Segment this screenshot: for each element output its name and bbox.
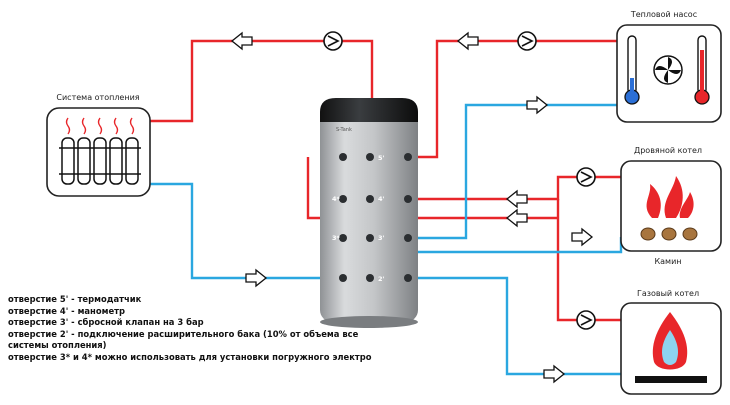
flow-arrow-icon	[457, 32, 479, 50]
flow-arrow-icon	[506, 190, 528, 208]
port-label: 2'	[378, 275, 385, 283]
port-label: 3'	[378, 234, 385, 242]
gas-boiler	[620, 302, 722, 395]
thermometer-icon	[694, 35, 710, 105]
flame-icon	[646, 176, 694, 218]
buffer-tank: S-Tank 5' 4* 4' 3* 3' 2'	[320, 98, 418, 328]
heating-system	[46, 107, 151, 197]
log-icon	[640, 227, 698, 241]
heat-pump-label: Тепловой насос	[630, 10, 697, 19]
flow-arrow-icon	[231, 32, 253, 50]
pump-icon	[576, 310, 596, 330]
wood-boiler	[620, 160, 722, 252]
note-item: отверстие 4' - манометр	[8, 305, 125, 316]
fireplace-label: Камин	[654, 257, 681, 266]
heat-pump	[616, 24, 722, 123]
note-item: отверстие 3' - сбросной клапан на 3 бар	[8, 317, 204, 328]
gas-boiler-label: Газовый котел	[637, 289, 699, 298]
port-label: 3*	[332, 234, 341, 242]
port-label: 4*	[332, 195, 341, 203]
thermometer-icon	[624, 35, 640, 105]
note-item: системы отопления)	[8, 340, 107, 351]
pump-icon	[576, 167, 596, 187]
flow-arrow-icon	[543, 365, 565, 383]
heating-system-label: Система отопления	[56, 93, 139, 102]
port-label: 5'	[378, 154, 385, 162]
fan-icon	[653, 55, 683, 85]
note-item: отверстие 3* и 4* можно использовать для…	[8, 351, 372, 362]
tank-brand: S-Tank	[336, 127, 352, 133]
radiator-icon	[59, 117, 141, 185]
pump-icon	[517, 31, 537, 51]
flow-arrow-icon	[506, 209, 528, 227]
flow-arrow-icon	[571, 228, 593, 246]
wood-boiler-label: Дровяной котел	[634, 146, 702, 155]
port-label: 4'	[378, 195, 385, 203]
flow-arrow-icon	[526, 96, 548, 114]
notes-list: отверстие 5' - термодатчик отверстие 4' …	[8, 294, 372, 364]
pump-icon	[323, 31, 343, 51]
note-item: отверстие 2' - подключение расширительно…	[8, 328, 359, 339]
note-item: отверстие 5' - термодатчик	[8, 294, 142, 304]
flow-arrow-icon	[245, 269, 267, 287]
gas-flame-icon	[635, 312, 707, 383]
